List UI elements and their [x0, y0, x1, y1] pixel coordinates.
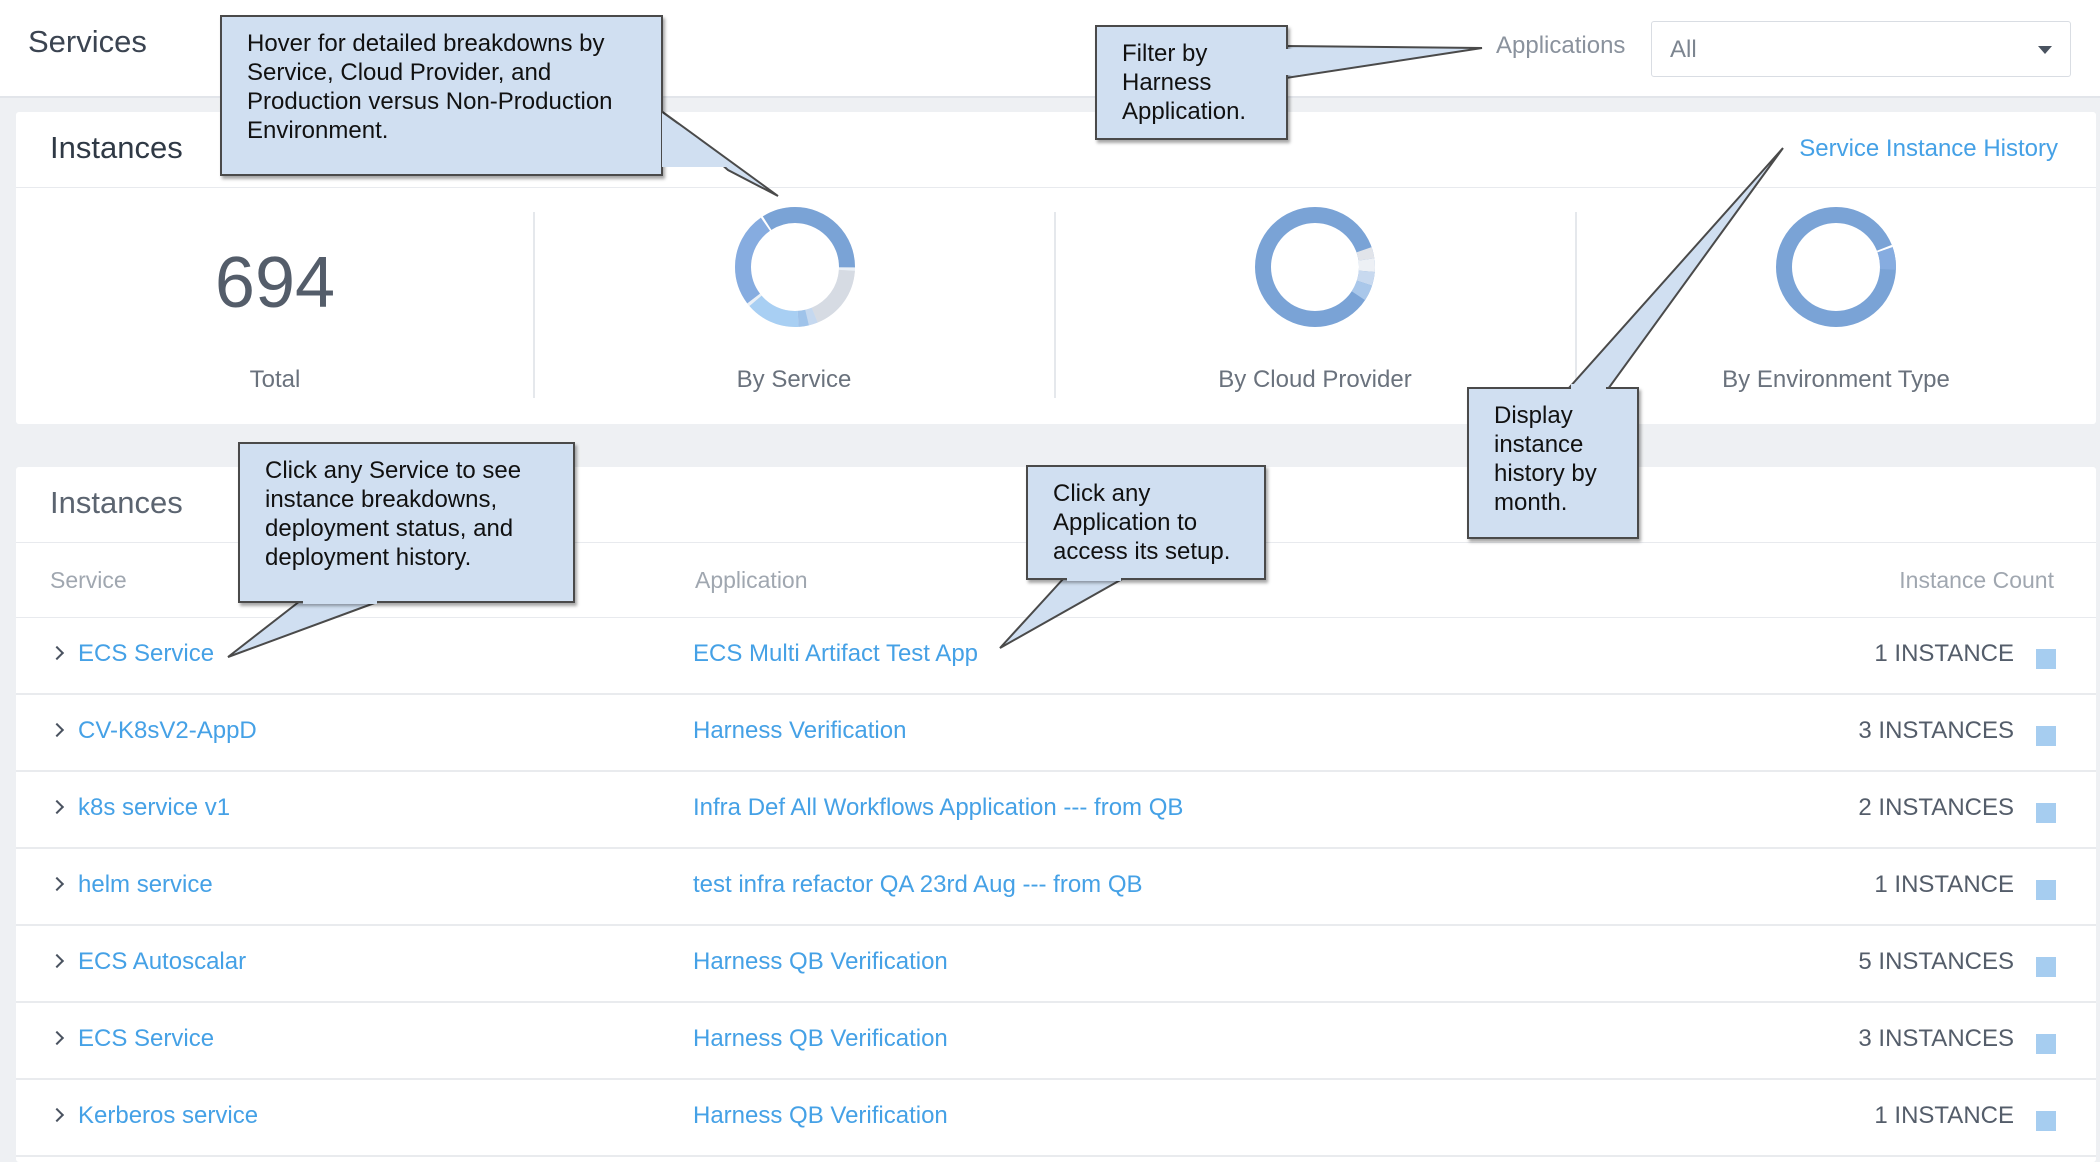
divider — [1054, 212, 1056, 398]
callout-text: Filter by Harness Application. — [1122, 40, 1247, 125]
table-row[interactable]: ECS Service ECS Multi Artifact Test App … — [16, 618, 2096, 695]
service-instance-history-link[interactable]: Service Instance History — [1799, 135, 2058, 162]
instance-count-swatch — [2036, 1034, 2056, 1054]
instance-count-swatch — [2036, 880, 2056, 900]
total-instances-value: 694 — [214, 243, 336, 323]
table-row[interactable]: ECS Service Harness QB Verification 3 IN… — [16, 1003, 2096, 1080]
service-link[interactable]: CV-K8sV2-AppD — [78, 717, 257, 744]
total-label: Total — [249, 366, 301, 393]
summary-card-title: Instances — [50, 130, 183, 165]
by-environment-type-donut-chart[interactable] — [1771, 202, 1901, 332]
by-service-label: By Service — [736, 366, 852, 393]
caret-down-icon[interactable] — [2038, 46, 2052, 54]
column-header-instance-count[interactable]: Instance Count — [1899, 567, 2054, 593]
instance-history-callout: Display instance history by month. — [1467, 387, 1639, 539]
chevron-right-icon[interactable] — [49, 799, 65, 815]
instance-count: 3 INSTANCES — [1858, 717, 2014, 744]
instance-count: 2 INSTANCES — [1858, 794, 2014, 821]
donut-segment[interactable] — [1776, 207, 1896, 327]
chevron-right-icon[interactable] — [49, 953, 65, 969]
divider — [1575, 212, 1577, 398]
chevron-right-icon[interactable] — [49, 1030, 65, 1046]
instance-count: 5 INSTANCES — [1858, 948, 2014, 975]
service-link[interactable]: ECS Service — [78, 640, 215, 667]
instance-count: 1 INSTANCE — [1874, 871, 2014, 898]
instance-count: 1 INSTANCE — [1874, 640, 2014, 667]
click-application-callout: Click any Application to access its setu… — [1026, 465, 1266, 580]
page-title: Services — [28, 24, 147, 59]
by-cloud-provider-label: By Cloud Provider — [1218, 366, 1412, 393]
applications-filter-label: Applications — [1496, 32, 1626, 59]
applications-filter-value: All — [1670, 36, 1697, 63]
service-link[interactable]: ECS Autoscalar — [78, 948, 247, 975]
application-link[interactable]: Harness QB Verification — [693, 948, 948, 975]
donut-segment[interactable] — [735, 207, 855, 327]
filter-application-callout: Filter by Harness Application. — [1095, 25, 1288, 140]
table-row[interactable]: ECS Autoscalar Harness QB Verification 5… — [16, 926, 2096, 1003]
list-card-title: Instances — [50, 485, 183, 520]
instance-count-swatch — [2036, 803, 2056, 823]
service-link[interactable]: Kerberos service — [78, 1102, 259, 1129]
hover-breakdown-callout: Hover for detailed breakdowns by Service… — [220, 15, 663, 176]
instance-count: 3 INSTANCES — [1858, 1025, 2014, 1052]
table-row[interactable]: Kerberos service Harness QB Verification… — [16, 1080, 2096, 1157]
service-link[interactable]: k8s service v1 — [78, 794, 231, 821]
instance-count: 1 INSTANCE — [1874, 1102, 2014, 1129]
callout-text: Hover for detailed breakdowns by Service… — [247, 30, 613, 144]
click-service-callout: Click any Service to see instance breakd… — [238, 442, 575, 603]
chevron-right-icon[interactable] — [49, 722, 65, 738]
by-service-donut-chart[interactable] — [730, 202, 860, 332]
by-cloud-provider-donut-chart[interactable] — [1250, 202, 1380, 332]
instance-count-swatch — [2036, 1111, 2056, 1131]
column-header-application[interactable]: Application — [695, 567, 808, 593]
service-link[interactable]: helm service — [78, 871, 213, 898]
callout-text: Click any Service to see instance breakd… — [265, 457, 522, 571]
application-link[interactable]: ECS Multi Artifact Test App — [693, 640, 979, 667]
instance-count-swatch — [2036, 726, 2056, 746]
summary-card-header: Instances Service Instance History — [16, 112, 2096, 188]
donut-segment[interactable] — [1255, 207, 1375, 327]
chevron-right-icon[interactable] — [49, 876, 65, 892]
instance-count-swatch — [2036, 649, 2056, 669]
instances-list-card: Instances Service Application Instance C… — [16, 467, 2096, 1162]
callout-text: Display instance history by month. — [1494, 402, 1597, 516]
application-link[interactable]: Infra Def All Workflows Application --- … — [693, 794, 1184, 821]
application-link[interactable]: Harness Verification — [693, 717, 907, 744]
donut-segment[interactable] — [735, 207, 855, 327]
service-link[interactable]: ECS Service — [78, 1025, 215, 1052]
applications-filter-select[interactable]: All — [1651, 21, 2071, 77]
chevron-right-icon[interactable] — [49, 645, 65, 661]
donut-segment[interactable] — [735, 207, 855, 327]
table-row[interactable]: helm service test infra refactor QA 23rd… — [16, 849, 2096, 926]
divider — [533, 212, 535, 398]
instance-count-swatch — [2036, 957, 2056, 977]
application-link[interactable]: test infra refactor QA 23rd Aug --- from… — [693, 871, 1143, 898]
callout-text: Click any Application to access its setu… — [1053, 480, 1231, 565]
table-row[interactable]: CV-K8sV2-AppD Harness Verification 3 INS… — [16, 695, 2096, 772]
application-link[interactable]: Harness QB Verification — [693, 1025, 948, 1052]
column-header-service[interactable]: Service — [50, 567, 127, 593]
by-environment-type-label: By Environment Type — [1722, 366, 1950, 393]
table-row[interactable]: k8s service v1 Infra Def All Workflows A… — [16, 772, 2096, 849]
chevron-right-icon[interactable] — [49, 1107, 65, 1123]
application-link[interactable]: Harness QB Verification — [693, 1102, 948, 1129]
